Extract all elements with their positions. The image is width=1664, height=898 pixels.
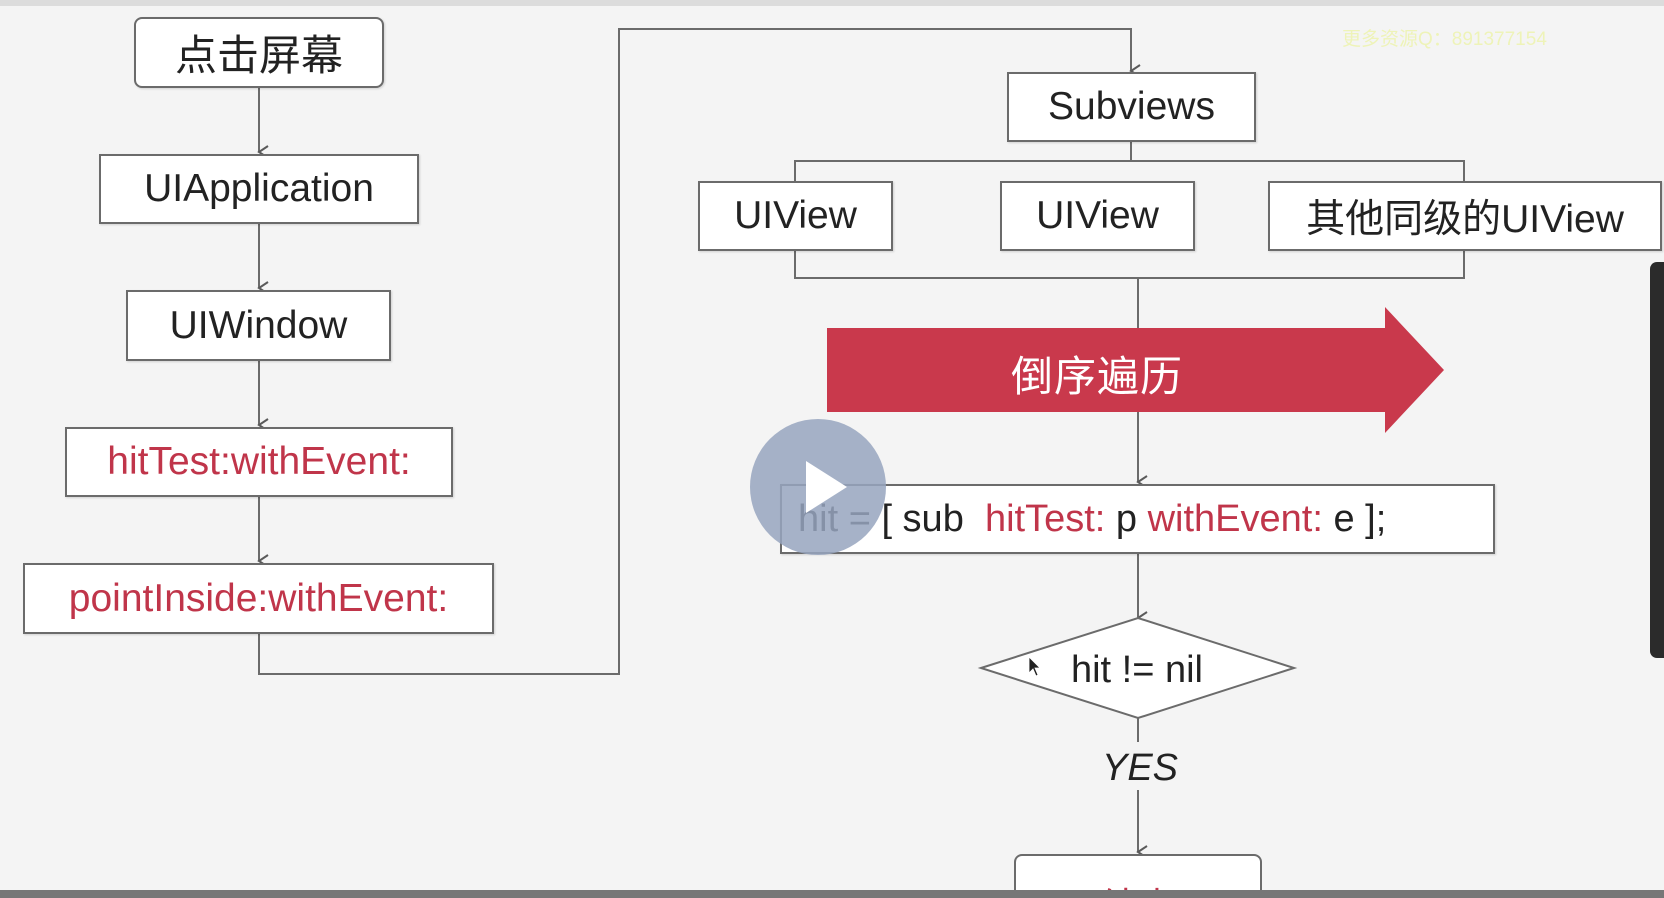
code-part-withevent: withEvent:	[1147, 497, 1323, 540]
decision-diamond	[977, 616, 1298, 720]
side-scroll-handle[interactable]	[1650, 262, 1664, 658]
uiview-box-2: UIView	[1000, 181, 1195, 251]
reverse-traversal-arrow	[827, 307, 1444, 433]
start-box: 点击屏幕	[134, 17, 384, 88]
mouse-cursor-icon	[1028, 656, 1041, 677]
code-part-hittest: hitTest:	[984, 497, 1106, 540]
code-box: hit = [ sub hitTest: p withEvent: e ];	[780, 484, 1495, 554]
uiview-label-1: UIView	[734, 194, 857, 237]
subviews-box: Subviews	[1007, 72, 1256, 142]
hittest-box: hitTest:withEvent:	[65, 427, 453, 497]
code-part-event: e ];	[1322, 497, 1387, 540]
top-strip	[0, 0, 1664, 6]
uiview-label-2: UIView	[1036, 194, 1159, 237]
reverse-traversal-label: 倒序遍历	[1010, 352, 1183, 400]
code-part-point: p	[1105, 497, 1148, 540]
sibling-uiview-label: 其他同级的UIView	[1306, 198, 1624, 241]
start-label: 点击屏幕	[174, 32, 343, 79]
play-button[interactable]	[750, 419, 886, 555]
uiview-box-1: UIView	[698, 181, 893, 251]
play-icon	[806, 461, 847, 513]
pointinside-box: pointInside:withEvent:	[23, 563, 494, 634]
bottom-bar	[0, 890, 1664, 898]
yes-label: YES	[1101, 746, 1179, 789]
sibling-uiview-box: 其他同级的UIView	[1268, 181, 1662, 251]
application-box: UIApplication	[99, 154, 419, 224]
subviews-bracket-bottom	[794, 251, 1465, 279]
application-label: UIApplication	[144, 167, 374, 210]
subviews-bracket-top	[794, 160, 1465, 181]
watermark: 更多资源Q：891377154	[1342, 29, 1547, 50]
subviews-label: Subviews	[1048, 85, 1215, 128]
pointinside-label: pointInside:withEvent:	[68, 576, 449, 620]
window-label: UIWindow	[169, 303, 348, 347]
condition-label: hit != nil	[1070, 648, 1204, 691]
end-box: 结束	[1014, 854, 1262, 894]
window-box: UIWindow	[126, 290, 391, 361]
connector-to-subviews	[258, 28, 1141, 675]
hittest-label: hitTest:withEvent:	[107, 440, 411, 483]
